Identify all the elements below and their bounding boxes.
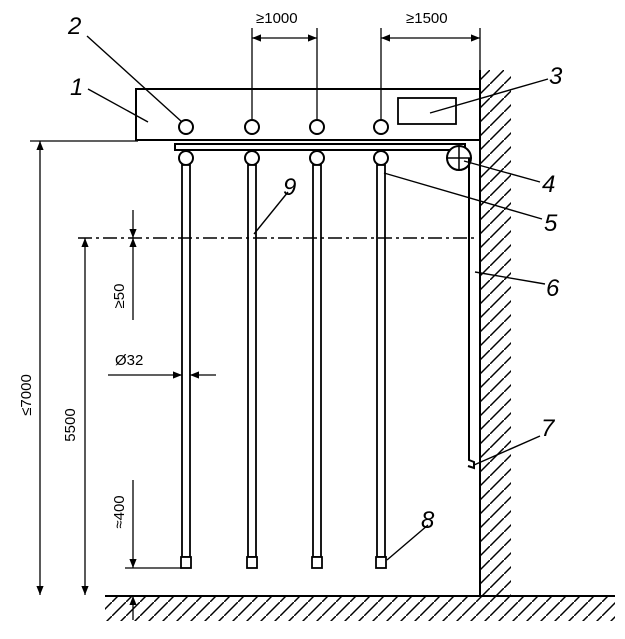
wall xyxy=(479,70,511,595)
floor xyxy=(105,595,615,621)
dim-rope-length: 5500 xyxy=(62,408,79,441)
callout-8: 8 xyxy=(421,507,435,534)
extension-lines xyxy=(30,28,481,569)
callout-4: 4 xyxy=(542,171,555,198)
dim-mark-offset: ≥50 xyxy=(111,284,128,309)
callout-5: 5 xyxy=(544,210,558,237)
dim-spacing-ropes: ≥1000 xyxy=(256,10,298,27)
dim-max-height: ≤7000 xyxy=(18,374,35,416)
rope-3 xyxy=(309,119,325,569)
dim-diameter: Ø32 xyxy=(115,352,143,369)
rope-1 xyxy=(178,119,194,569)
rope-2 xyxy=(244,119,260,569)
callout-2: 2 xyxy=(67,13,81,40)
rope-rail xyxy=(174,143,466,151)
callout-6: 6 xyxy=(546,275,560,302)
callout-7: 7 xyxy=(541,415,556,442)
leader-lines xyxy=(86,35,549,561)
control-cord xyxy=(467,158,475,470)
dim-spacing-wall: ≥1500 xyxy=(406,10,448,27)
callout-1: 1 xyxy=(70,74,83,101)
callout-3: 3 xyxy=(549,63,563,90)
ropes xyxy=(178,119,389,569)
control-box xyxy=(397,97,457,125)
dimension-lines xyxy=(36,34,480,620)
rope-4 xyxy=(373,119,389,569)
callout-9: 9 xyxy=(283,174,296,201)
pulley xyxy=(446,145,472,171)
dim-floor-clearance: ≈400 xyxy=(111,495,128,528)
